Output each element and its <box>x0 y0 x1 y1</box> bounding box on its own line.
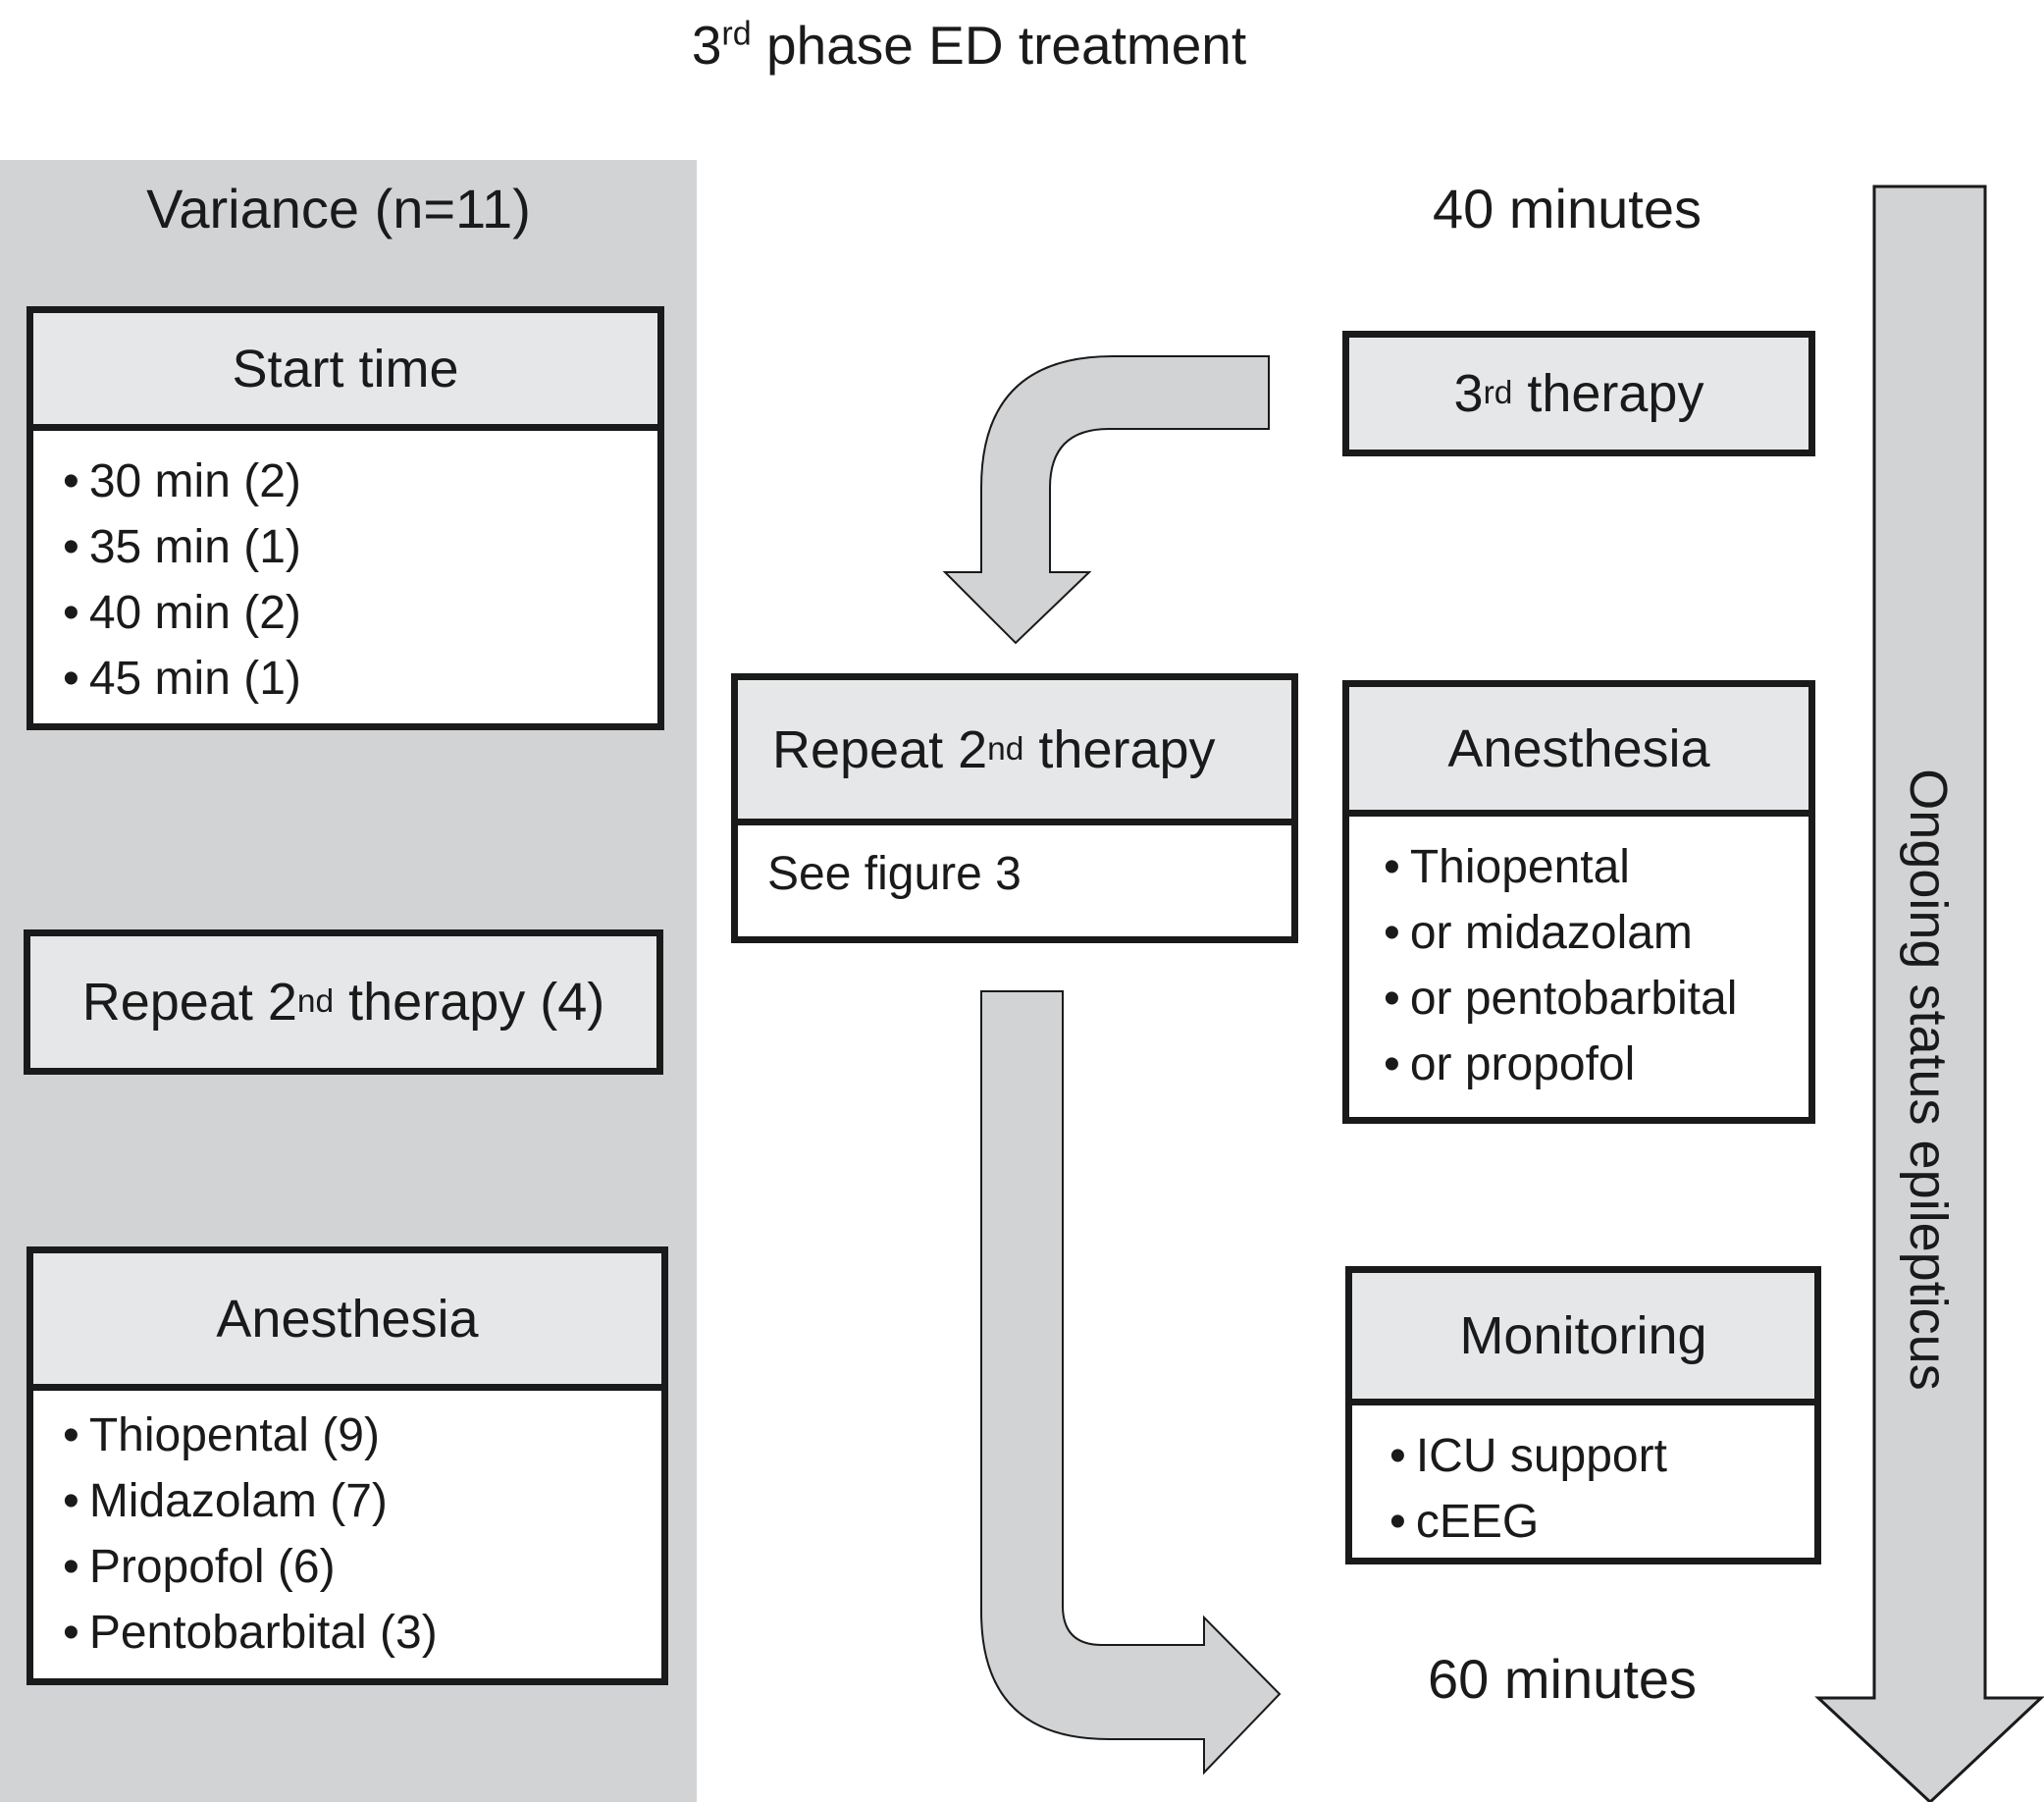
list-item: Pentobarbital (3) <box>63 1600 661 1666</box>
list-item: Thiopental (9) <box>63 1403 661 1468</box>
curved-arrow-right <box>980 990 1282 1776</box>
see-figure-note: See figure 3 <box>767 848 1022 900</box>
variance-title: Variance (n=11) <box>146 178 531 239</box>
third-therapy-text: therapy <box>1512 364 1704 423</box>
title-text: phase ED treatment <box>751 15 1247 76</box>
list-item: 40 min (2) <box>63 580 657 646</box>
anesthesia-options-list: Thiopental or midazolam or pentobarbital… <box>1349 817 1808 1097</box>
variance-repeat-post: therapy (4) <box>334 973 605 1032</box>
list-item: or midazolam <box>1384 900 1808 966</box>
anesthesia-options-box: Anesthesia Thiopental or midazolam or pe… <box>1342 680 1815 1124</box>
list-item: 35 min (1) <box>63 514 657 580</box>
variance-anesthesia-list: Thiopental (9) Midazolam (7) Propofol (6… <box>33 1391 661 1666</box>
variance-anesthesia-box: Anesthesia Thiopental (9) Midazolam (7) … <box>26 1246 668 1685</box>
list-item: Propofol (6) <box>63 1534 661 1600</box>
variance-anesthesia-header: Anesthesia <box>33 1253 661 1391</box>
title-ordinal: rd <box>721 15 752 53</box>
list-item: Midazolam (7) <box>63 1468 661 1534</box>
diagram-title: 3rd phase ED treatment <box>0 14 1938 77</box>
monitoring-box: Monitoring ICU support cEEG <box>1345 1266 1821 1564</box>
variance-repeat-pre: Repeat 2 <box>81 973 297 1032</box>
list-item: or pentobarbital <box>1384 966 1808 1032</box>
start-time-header: Start time <box>33 313 657 431</box>
list-item: or propofol <box>1384 1032 1808 1097</box>
end-time-label: 60 minutes <box>1428 1648 1697 1710</box>
title-number: 3 <box>691 15 722 76</box>
start-time-label: 40 minutes <box>1433 178 1702 239</box>
curved-arrow-down <box>942 355 1270 645</box>
list-item: ICU support <box>1389 1423 1814 1489</box>
monitoring-list: ICU support cEEG <box>1352 1405 1814 1555</box>
start-time-list: 30 min (2) 35 min (1) 40 min (2) 45 min … <box>33 431 657 712</box>
start-time-box: Start time 30 min (2) 35 min (1) 40 min … <box>26 306 664 730</box>
list-item: Thiopental <box>1384 834 1808 900</box>
repeat-second-pre: Repeat 2 <box>772 719 988 779</box>
monitoring-header: Monitoring <box>1352 1273 1814 1405</box>
list-item: 30 min (2) <box>63 449 657 514</box>
ongoing-status-label: Ongoing status epilepticus <box>1899 768 1958 1391</box>
list-item: cEEG <box>1389 1489 1814 1555</box>
list-item: 45 min (1) <box>63 646 657 712</box>
timeline-arrow <box>1814 185 2044 1802</box>
anesthesia-options-header: Anesthesia <box>1349 687 1808 817</box>
repeat-second-post: therapy <box>1023 719 1216 779</box>
third-therapy-number: 3 <box>1453 364 1484 423</box>
